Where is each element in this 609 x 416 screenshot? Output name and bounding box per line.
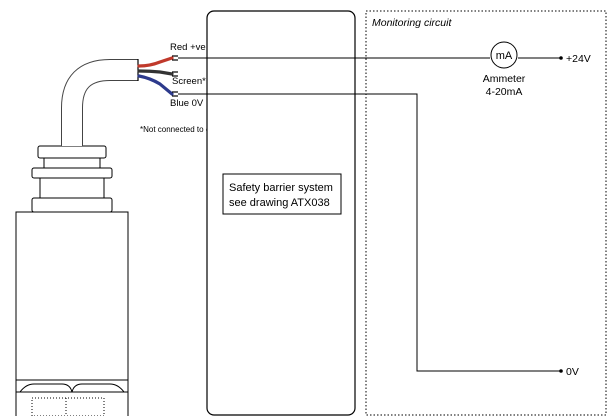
barrier-label-line1: Safety barrier system (229, 182, 333, 194)
ammeter-symbol (490, 41, 518, 69)
screen-note: *Not connected to case (140, 125, 223, 134)
barrier-label-box (222, 173, 342, 215)
transducer-body (15, 211, 129, 381)
circuit-lines (178, 57, 560, 372)
supply-negative-terminal (559, 369, 563, 373)
blue-wire-label: Blue 0V (170, 98, 204, 109)
gland-thread (43, 157, 101, 169)
ammeter-unit: mA (496, 50, 513, 62)
barrier-label-line2: see drawing ATX038 (229, 197, 330, 209)
gland-neck (39, 177, 105, 199)
blue-wire (137, 74, 174, 96)
ammeter-name: Ammeter (483, 73, 526, 85)
pressure-transducer (15, 145, 129, 416)
conductors (137, 56, 174, 96)
cable-sheath-inner (62, 60, 138, 146)
hex-facets (19, 383, 125, 393)
monitoring-circuit-box (365, 10, 607, 416)
wire-terminations (172, 55, 178, 97)
supply-positive-label: +24V (566, 53, 591, 65)
port-thread-dotted (31, 397, 105, 416)
red-wire (137, 56, 174, 68)
hex-nut (31, 197, 113, 213)
supply-negative-label: 0V (566, 366, 579, 378)
screen-wire (137, 69, 174, 76)
screen-wire-label: Screen* (172, 76, 206, 87)
gland-collar (31, 167, 113, 179)
supply-positive-terminal (559, 56, 563, 60)
red-wire-label: Red +ve (170, 42, 206, 53)
cable-gland-nut (37, 145, 107, 159)
ammeter-range: 4-20mA (486, 86, 523, 98)
negative-line (178, 93, 560, 372)
monitoring-circuit-title: Monitoring circuit (372, 17, 452, 29)
